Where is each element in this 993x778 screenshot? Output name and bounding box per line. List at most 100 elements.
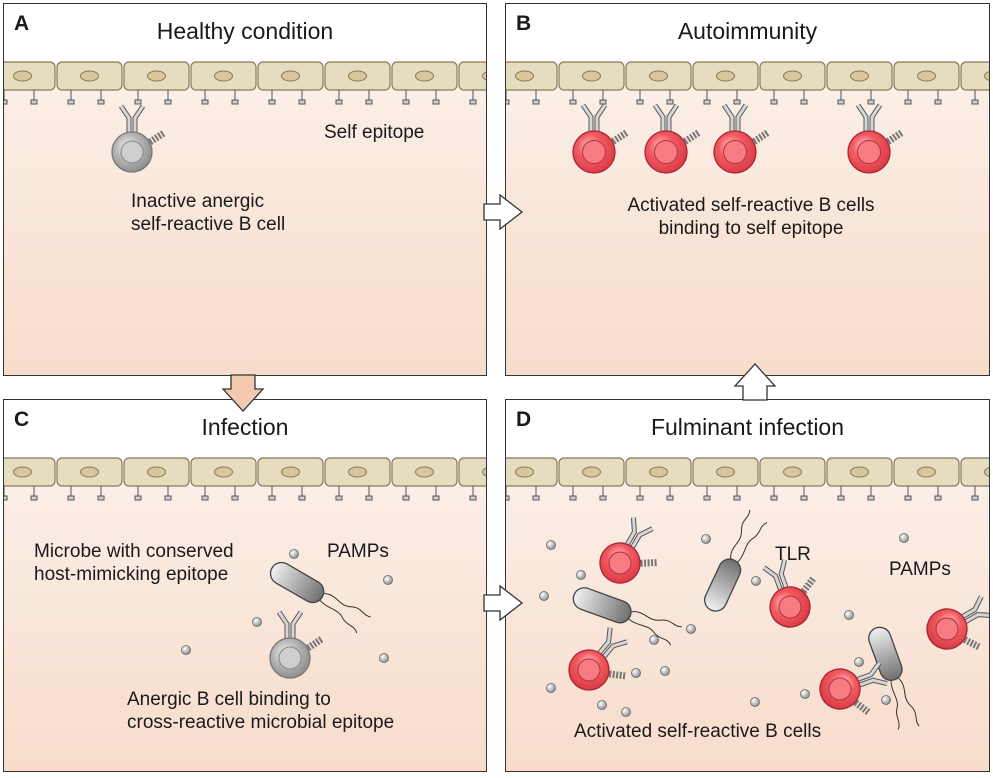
panel-d-art	[506, 457, 989, 730]
cell-nucleus	[147, 70, 166, 82]
self-epitope-marker	[934, 486, 942, 501]
panel-c-title: Infection	[201, 414, 289, 440]
cell-nucleus	[13, 466, 32, 478]
arrow-a-to-c	[221, 374, 265, 412]
self-epitope-marker	[164, 486, 172, 501]
self-epitope-marker	[365, 90, 373, 105]
self-epitope-marker	[532, 486, 540, 501]
cell-nucleus	[13, 70, 32, 82]
pamp-particle	[750, 697, 760, 707]
microbe	[868, 626, 920, 730]
self-epitope-marker	[134, 90, 142, 105]
self-epitope-marker	[867, 486, 875, 501]
microbe	[269, 561, 371, 634]
self-epitope-marker	[569, 486, 577, 501]
anergic-b-cell	[111, 104, 166, 173]
self-epitope-marker	[432, 90, 440, 105]
activated-b-cell	[599, 517, 658, 584]
activated-b-cell	[926, 595, 989, 651]
activated-b-cells-label-d: Activated self-reactive B cells	[574, 721, 822, 742]
cell-nucleus	[783, 466, 802, 478]
activated-b-cell	[762, 559, 817, 628]
cell-nucleus	[214, 466, 233, 478]
microbe-body	[269, 561, 325, 604]
epithelial-cell	[960, 61, 989, 91]
self-epitope-marker	[934, 90, 942, 105]
pamp-particle	[631, 668, 641, 678]
cell-nucleus	[716, 70, 735, 82]
self-epitope-marker	[97, 90, 105, 105]
self-epitope-marker	[599, 90, 607, 105]
cell-nucleus	[984, 71, 989, 81]
panel-d-title: Fulminant infection	[650, 414, 845, 440]
tlr-receptor	[853, 699, 871, 716]
pamp-particle	[576, 570, 586, 580]
pamp-particle	[597, 700, 607, 710]
microbe-body	[703, 558, 742, 612]
tlr-receptor	[608, 670, 627, 680]
self-epitope-marker	[666, 90, 674, 105]
pamp-particle	[181, 645, 191, 655]
cell-nucleus	[80, 70, 99, 82]
panel-b-art	[506, 61, 989, 174]
tlr-receptor	[800, 576, 817, 594]
self-epitope-label: Self epitope	[324, 122, 425, 143]
self-epitope-marker	[365, 486, 373, 501]
microbe-body	[868, 626, 903, 681]
self-epitope-marker	[971, 90, 979, 105]
self-epitope-marker	[432, 486, 440, 501]
pamp-particle	[621, 707, 631, 717]
microbe	[703, 509, 768, 612]
self-epitope-marker	[837, 486, 845, 501]
self-epitope-marker	[703, 90, 711, 105]
self-epitope-marker	[532, 90, 540, 105]
arrow-d-to-b	[733, 363, 777, 401]
b-cell-nucleus	[581, 139, 607, 165]
epithelial-cell	[458, 457, 486, 487]
anergic-b-cell	[269, 610, 324, 679]
b-cell-nucleus	[935, 617, 959, 641]
self-epitope-marker	[733, 90, 741, 105]
pamp-particle	[546, 683, 556, 693]
b-cell-nucleus	[856, 139, 882, 165]
self-epitope-marker	[30, 90, 38, 105]
pamp-particle	[899, 533, 909, 543]
b-cell-nucleus	[608, 551, 632, 575]
arrow-c-to-d	[483, 584, 524, 622]
activated-b-cells-label: Activated self-reactive B cells binding …	[627, 195, 875, 239]
self-epitope-marker	[971, 486, 979, 501]
cell-nucleus	[850, 70, 869, 82]
self-epitope-marker	[402, 90, 410, 105]
tlr-receptor	[640, 559, 658, 567]
tlr-receptor	[886, 129, 904, 145]
cell-nucleus	[147, 466, 166, 478]
tlr-label: TLR	[775, 544, 811, 565]
b-cell-nucleus	[278, 646, 302, 670]
self-epitope-marker	[569, 90, 577, 105]
activated-b-cell	[644, 103, 701, 174]
pamp-particle	[854, 657, 864, 667]
cell-nucleus	[649, 466, 668, 478]
cell-nucleus	[716, 466, 735, 478]
self-epitope-marker	[636, 90, 644, 105]
self-epitope-marker	[904, 90, 912, 105]
panel-c-art	[4, 457, 486, 679]
self-epitope-marker	[97, 486, 105, 501]
tlr-receptor	[752, 129, 770, 145]
self-epitope-marker	[666, 486, 674, 501]
self-epitope-marker	[469, 90, 477, 105]
activated-b-cell	[847, 103, 904, 174]
pamp-particle	[649, 635, 659, 645]
b-cell-nucleus	[653, 139, 679, 165]
panel-c-letter: C	[14, 408, 30, 431]
self-epitope-marker	[506, 90, 510, 105]
cell-nucleus	[348, 70, 367, 82]
tlr-receptor	[683, 129, 701, 145]
self-epitope-marker	[402, 486, 410, 501]
pamp-particle	[252, 617, 262, 627]
self-epitope-marker	[134, 486, 142, 501]
microbe	[572, 587, 682, 646]
cell-nucleus	[582, 70, 601, 82]
activated-b-cell	[713, 103, 770, 174]
cell-nucleus	[582, 466, 601, 478]
